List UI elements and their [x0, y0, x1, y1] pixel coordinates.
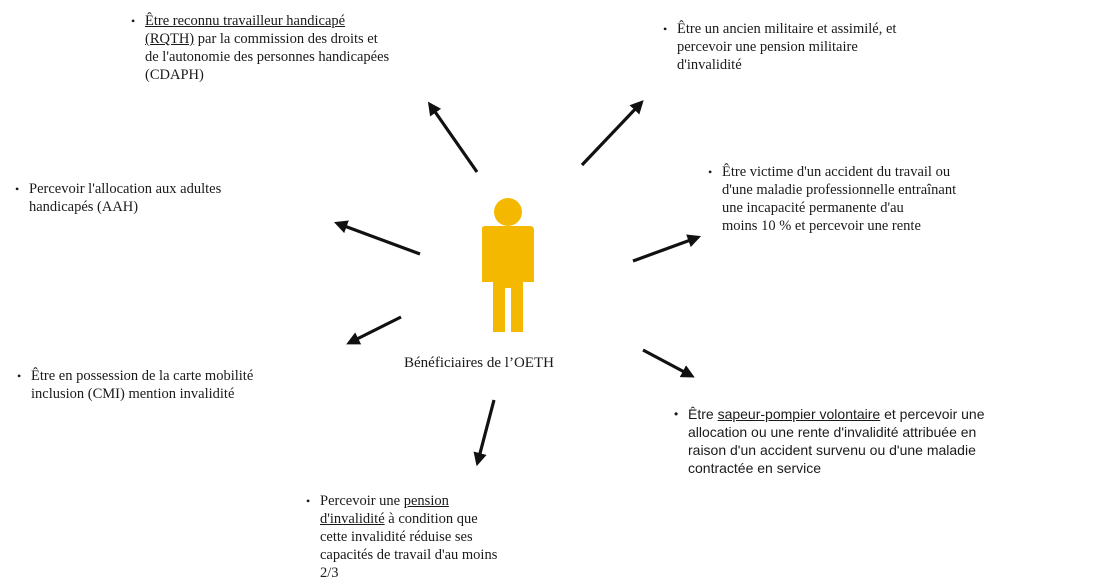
item-text: Percevoir l'allocation aux adultes: [29, 181, 222, 197]
item-pompier: • Être sapeur-pompier volontaire et perce…: [674, 405, 1088, 477]
bullet-icon: •: [131, 14, 136, 28]
item-text: handicapés (AAH): [29, 199, 139, 215]
arrow-to-pension: [473, 399, 496, 467]
item-aah: • Percevoir l'allocation aux adultes handi…: [15, 180, 319, 216]
item-text: (CDAPH): [145, 67, 204, 83]
item-line: Être victime d'un accident du travail ou: [722, 163, 1052, 181]
item-line: (RQTH) par la commission des droits et: [145, 30, 445, 48]
item-text: capacités de travail d'au moins: [320, 547, 498, 563]
item-text: Être un ancien militaire et assimilé, et: [677, 21, 897, 37]
underlined-text: sapeur-pompier volontaire: [717, 406, 881, 422]
center-label: Bénéficiaires de l’OETH: [404, 355, 554, 371]
bullet-icon: •: [674, 407, 679, 421]
arrow-to-accident: [632, 234, 702, 263]
item-text: inclusion (CMI) mention invalidité: [31, 386, 235, 402]
item-text: percevoir une pension militaire: [677, 39, 858, 55]
item-text: par la commission des droits et: [194, 31, 378, 47]
item-text: d'invalidité: [677, 57, 742, 73]
item-line: Être un ancien militaire et assimilé, et: [677, 20, 997, 38]
bullet-icon: •: [15, 182, 20, 196]
item-text: de l'autonomie des personnes handicapées: [145, 49, 390, 65]
item-line: une incapacité permanente d'au: [722, 199, 1052, 217]
item-line: 2/3: [320, 564, 580, 582]
item-line: de l'autonomie des personnes handicapées: [145, 48, 445, 66]
item-line: capacités de travail d'au moins: [320, 546, 580, 564]
item-line: Être reconnu travailleur handicapé: [145, 12, 445, 30]
item-line: inclusion (CMI) mention invalidité: [31, 385, 351, 403]
item-text: Percevoir une: [320, 493, 404, 509]
item-line: handicapés (AAH): [29, 198, 319, 216]
item-text: une incapacité permanente d'au: [722, 200, 904, 216]
item-line: moins 10 % et percevoir une rente: [722, 217, 1052, 235]
item-text: cette invalidité réduise ses: [320, 529, 473, 545]
arrow-to-military: [580, 100, 644, 167]
item-line: percevoir une pension militaire: [677, 38, 997, 56]
bullet-icon: •: [708, 165, 713, 179]
underlined-text: d'invalidité: [320, 511, 385, 527]
arrow-to-pompier: [642, 348, 695, 378]
item-line: Être en possession de la carte mobilité: [31, 367, 351, 385]
arrow-to-aah: [333, 220, 421, 256]
item-line: raison d'un accident survenu ou d'une ma…: [688, 441, 1088, 459]
bullet-icon: •: [17, 369, 22, 383]
underlined-text: Être reconnu travailleur handicapé: [145, 13, 346, 29]
underlined-text: pension: [403, 493, 449, 509]
item-line: Être sapeur-pompier volontaire et percev…: [688, 405, 1088, 423]
item-military: • Être un ancien militaire et assimilé, e…: [663, 20, 997, 74]
underlined-text: (RQTH): [145, 31, 195, 47]
bullet-icon: •: [663, 22, 668, 36]
item-text: Être en possession de la carte mobilité: [31, 368, 254, 384]
item-text: Être victime d'un accident du travail ou: [722, 164, 951, 180]
item-text: contractée en service: [688, 460, 822, 476]
arrow-to-rqth: [427, 101, 479, 173]
item-line: (CDAPH): [145, 66, 445, 84]
bullet-icon: •: [306, 494, 311, 508]
item-line: Percevoir une pension: [320, 492, 580, 510]
person-icon: [482, 198, 534, 332]
arrow-to-cmi: [346, 315, 402, 345]
item-rqth: •Être reconnu travailleur handicapé(RQTH…: [131, 12, 445, 84]
item-text: et percevoir une: [880, 406, 985, 422]
item-text: raison d'un accident survenu ou d'une ma…: [688, 442, 976, 458]
item-text: 2/3: [320, 565, 339, 581]
item-text: allocation ou une rente d'invalidité att…: [688, 424, 977, 440]
item-text: Être: [688, 406, 718, 422]
item-accident: • Être victime d'un accident du travail o…: [708, 163, 1052, 235]
item-line: allocation ou une rente d'invalidité att…: [688, 423, 1088, 441]
item-line: Percevoir l'allocation aux adultes: [29, 180, 319, 198]
item-line: cette invalidité réduise ses: [320, 528, 580, 546]
item-text: d'une maladie professionnelle entraînant: [722, 182, 957, 198]
item-cmi: • Être en possession de la carte mobilité…: [17, 367, 351, 403]
item-text: moins 10 % et percevoir une rente: [722, 218, 921, 234]
item-line: d'invalidité à condition que: [320, 510, 580, 528]
item-text: à condition que: [384, 511, 478, 527]
item-line: d'invalidité: [677, 56, 997, 74]
item-line: contractée en service: [688, 459, 1088, 477]
item-line: d'une maladie professionnelle entraînant: [722, 181, 1052, 199]
